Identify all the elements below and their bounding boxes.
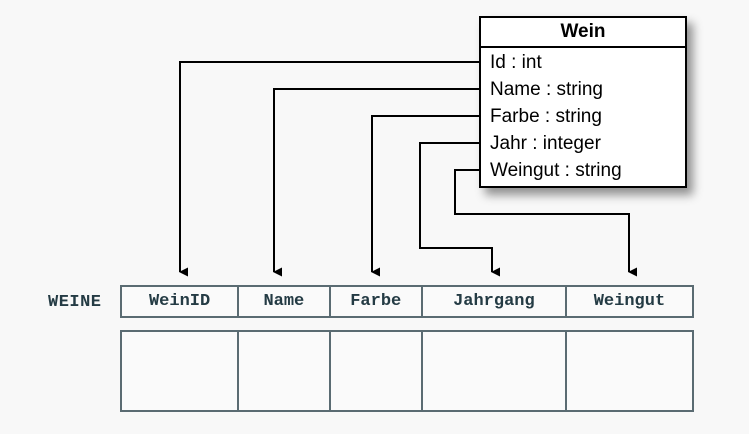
table-cell — [239, 332, 331, 410]
connector-weingut-to-weingut — [454, 169, 637, 277]
column-header-farbe: Farbe — [331, 287, 423, 316]
table-cell — [423, 332, 567, 410]
table-row — [120, 330, 694, 412]
connector-id-to-weinid — [179, 61, 479, 277]
table-cell — [122, 332, 240, 410]
uml-attribute: Jahr : integer — [490, 133, 601, 154]
uml-class-box-wein: Wein Id : int Name : string Farbe : stri… — [479, 16, 687, 188]
connector-name-to-name — [273, 88, 479, 277]
table-cell — [567, 332, 692, 410]
relational-table-weine: WeinID Name Farbe Jahrgang Weingut — [120, 285, 694, 412]
uml-attribute: Farbe : string — [490, 106, 602, 127]
connector-farbe-to-farbe — [371, 115, 479, 277]
table-cell — [331, 332, 423, 410]
column-header-weinid: WeinID — [122, 287, 240, 316]
uml-class-name: Wein — [481, 18, 685, 48]
uml-attribute: Weingut : string — [490, 160, 622, 181]
relation-name-label: WEINE — [48, 293, 102, 312]
uml-attribute: Id : int — [490, 52, 542, 73]
table-header-row: WeinID Name Farbe Jahrgang Weingut — [120, 285, 694, 318]
column-header-name: Name — [239, 287, 331, 316]
column-header-jahrgang: Jahrgang — [423, 287, 567, 316]
uml-attribute-list: Id : int Name : string Farbe : string Ja… — [481, 48, 685, 186]
uml-attribute: Name : string — [490, 79, 603, 100]
column-header-weingut: Weingut — [593, 292, 666, 311]
connector-jahr-to-jahrgang — [419, 142, 500, 277]
